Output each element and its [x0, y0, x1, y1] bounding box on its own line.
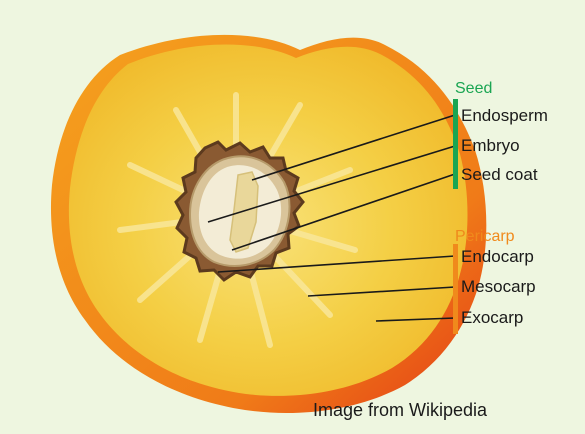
label-seed-coat: Seed coat [461, 165, 538, 184]
seed-heading: Seed [455, 80, 492, 97]
pericarp-group-bar [453, 244, 458, 334]
label-embryo: Embryo [461, 136, 520, 155]
label-endocarp: Endocarp [461, 247, 534, 266]
label-exocarp: Exocarp [461, 308, 523, 327]
label-mesocarp: Mesocarp [461, 277, 536, 296]
seed-group-bar [453, 99, 458, 189]
pericarp-heading: Pericarp [455, 228, 515, 245]
image-credit: Image from Wikipedia [313, 400, 488, 420]
label-endosperm: Endosperm [461, 106, 548, 125]
